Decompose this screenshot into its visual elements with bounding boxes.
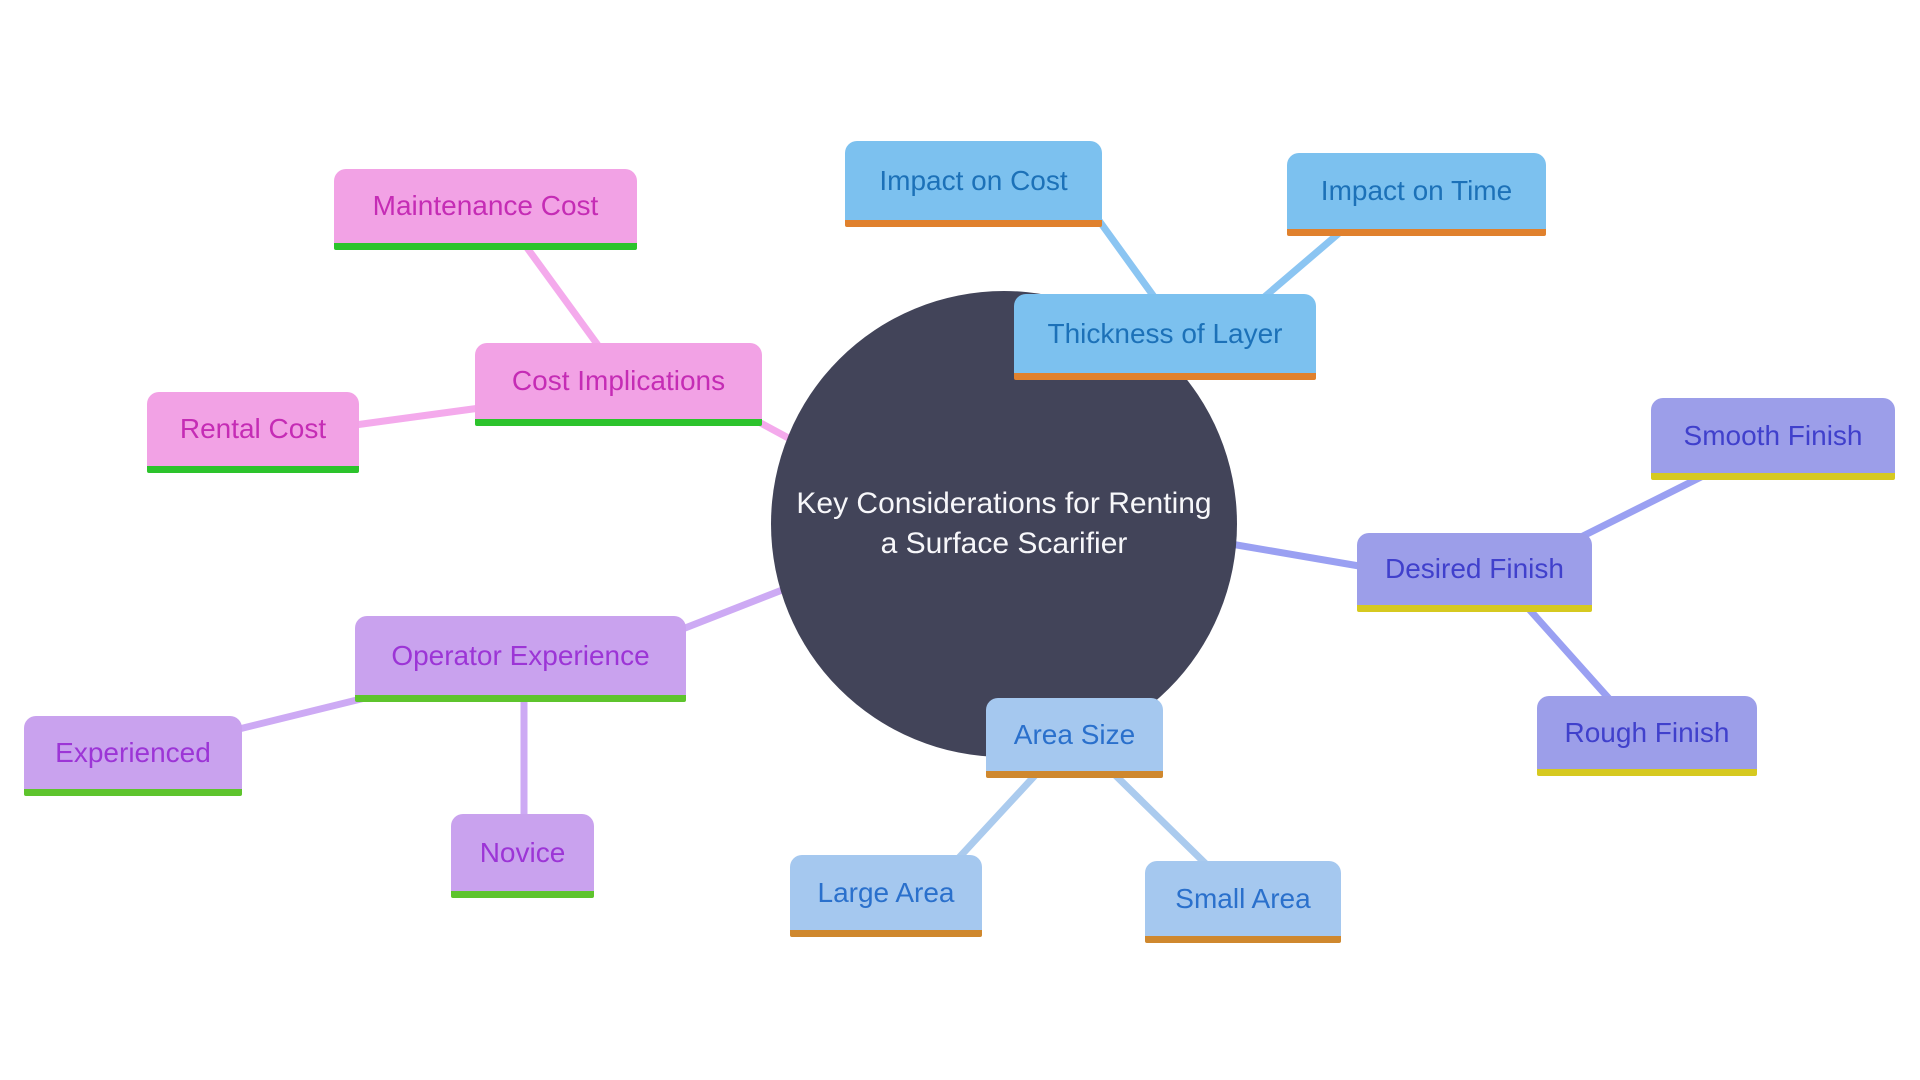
node-rental-cost-label: Rental Cost bbox=[179, 413, 327, 444]
node-area-size-label: Area Size bbox=[1013, 718, 1136, 750]
node-rental-cost: Rental Cost bbox=[147, 392, 359, 473]
node-small-area-label: Small Area bbox=[1175, 882, 1311, 914]
node-area-size: Area Size bbox=[986, 698, 1163, 778]
node-thickness-of-layer-label: Thickness of Layer bbox=[1047, 317, 1283, 349]
connector-operator-experience bbox=[676, 581, 799, 634]
connector-experienced bbox=[231, 694, 369, 734]
node-novice-label: Novice bbox=[479, 836, 566, 868]
node-cost-implications-label: Cost Implications bbox=[511, 365, 726, 396]
connector-smooth-finish bbox=[1571, 471, 1709, 544]
node-rough-finish: Rough Finish bbox=[1537, 696, 1757, 776]
connector-impact-on-time bbox=[1251, 224, 1349, 309]
node-maintenance-cost: Maintenance Cost bbox=[334, 169, 637, 250]
node-experienced: Experienced bbox=[24, 716, 242, 796]
node-impact-on-cost: Impact on Cost bbox=[845, 141, 1102, 227]
connector-small-area bbox=[1106, 766, 1214, 872]
central-topic-line2: a Surface Scarifier bbox=[880, 527, 1128, 560]
node-impact-on-time: Impact on Time bbox=[1287, 153, 1546, 236]
node-large-area: Large Area bbox=[790, 855, 982, 937]
node-experienced-label: Experienced bbox=[55, 736, 211, 768]
node-thickness-of-layer: Thickness of Layer bbox=[1014, 294, 1316, 380]
node-operator-experience: Operator Experience bbox=[355, 616, 686, 702]
node-smooth-finish-label: Smooth Finish bbox=[1683, 419, 1863, 451]
node-smooth-finish: Smooth Finish bbox=[1651, 398, 1895, 480]
connector-maintenance-cost bbox=[521, 241, 604, 352]
connector-large-area bbox=[951, 766, 1044, 866]
node-small-area: Small Area bbox=[1145, 861, 1341, 943]
node-rough-finish-label: Rough Finish bbox=[1564, 716, 1730, 748]
node-desired-finish-label: Desired Finish bbox=[1385, 553, 1564, 584]
node-novice: Novice bbox=[451, 814, 594, 898]
connector-rough-finish bbox=[1524, 604, 1616, 706]
node-impact-on-time-label: Impact on Time bbox=[1320, 175, 1513, 206]
connector-desired-finish bbox=[1221, 539, 1369, 571]
node-large-area-label: Large Area bbox=[817, 876, 955, 908]
connector-rental-cost bbox=[351, 404, 484, 429]
node-cost-implications: Cost Implications bbox=[475, 343, 762, 426]
node-impact-on-cost-label: Impact on Cost bbox=[879, 164, 1068, 196]
node-operator-experience-label: Operator Experience bbox=[391, 639, 650, 671]
connector-impact-on-cost bbox=[1091, 211, 1164, 309]
node-desired-finish: Desired Finish bbox=[1357, 533, 1592, 612]
node-maintenance-cost-label: Maintenance Cost bbox=[372, 190, 599, 221]
central-topic-line1: Key Considerations for Renting bbox=[796, 486, 1212, 520]
